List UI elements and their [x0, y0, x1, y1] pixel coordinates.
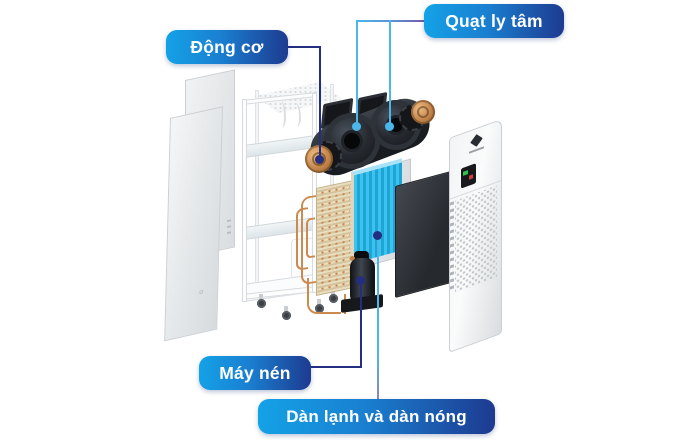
- leader-line-motor: [288, 46, 321, 48]
- callout-coils-label: Dàn lạnh và dàn nóng: [286, 406, 467, 426]
- caster-stem: [317, 299, 321, 305]
- leader-line-fan: [357, 20, 425, 22]
- leader-line-compressor: [311, 366, 362, 368]
- condenser-fin-block: [316, 180, 353, 296]
- left-side-panel: [164, 106, 223, 342]
- caster-wheel: [315, 304, 324, 313]
- front-panel: [449, 118, 502, 353]
- brand-logo-text: [469, 146, 484, 154]
- copper-tube-ends: [319, 183, 350, 293]
- callout-compressor: Máy nén: [199, 356, 311, 390]
- control-display: [461, 163, 476, 189]
- leader-dot-fan: [352, 122, 361, 131]
- copper-tube-to-compressor: [307, 278, 341, 314]
- display-indicator-green: [463, 170, 468, 176]
- callout-centrifugal-fan: Quạt ly tâm: [424, 4, 564, 38]
- caster-wheel: [329, 294, 338, 303]
- leader-dot-fan: [385, 122, 394, 131]
- chassis-post-front-left: [242, 99, 247, 302]
- air-intake-grille: [455, 185, 497, 293]
- panel-screw-hole: [199, 289, 204, 295]
- panel-vent-slots: [227, 219, 231, 237]
- leader-line-fan: [356, 20, 358, 123]
- callout-motor-label: Động cơ: [190, 36, 264, 57]
- caster-wheel: [282, 311, 291, 320]
- wiring-cable: [276, 100, 286, 128]
- leader-line-compressor: [360, 284, 362, 368]
- leader-dot-compressor: [356, 276, 365, 285]
- callout-fan-label: Quạt ly tâm: [445, 10, 543, 31]
- caster-stem: [284, 306, 288, 312]
- brand-logo-icon: [470, 134, 483, 147]
- caster-wheel: [257, 299, 266, 308]
- display-indicator-red: [469, 174, 473, 180]
- motor-end-right-ring: [417, 106, 429, 118]
- fan-hub-front: [341, 130, 363, 152]
- chassis-post-back-left: [255, 90, 259, 288]
- callout-motor: Động cơ: [166, 30, 288, 64]
- copper-tube-loop: [306, 217, 315, 259]
- leader-dot-motor: [315, 155, 324, 164]
- air-filter-panel: [395, 170, 453, 298]
- caster-stem: [259, 294, 263, 300]
- wiring-cable: [291, 103, 301, 127]
- leader-line-fan: [389, 20, 391, 123]
- leader-dot-coils: [373, 231, 382, 240]
- leader-line-coils: [377, 239, 379, 399]
- leader-line-motor: [319, 46, 321, 158]
- panel-side-slots: [450, 201, 454, 291]
- callout-compressor-label: Máy nén: [219, 362, 291, 383]
- compressor-fitting: [350, 256, 355, 261]
- callout-coils: Dàn lạnh và dàn nóng: [258, 399, 495, 434]
